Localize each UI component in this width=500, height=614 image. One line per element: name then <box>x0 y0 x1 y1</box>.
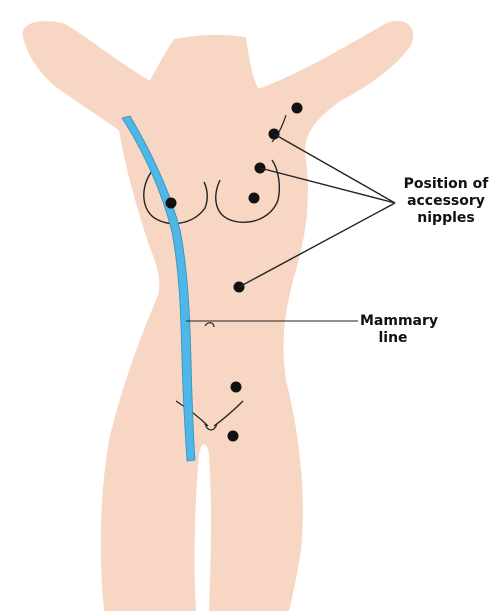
accessory-label-line-2: accessory <box>407 193 485 209</box>
accessory-label-line-1: Position of <box>403 176 489 192</box>
armpit-fold <box>271 114 287 143</box>
accessory-nipple-dot <box>227 430 239 442</box>
mammary-label-line-1: Mammary <box>360 313 439 329</box>
female-torso-silhouette <box>22 20 414 611</box>
callout-line-accessory <box>238 202 396 288</box>
callout-line-accessory <box>273 133 396 204</box>
mammary-line-label: Mammary line <box>360 313 439 347</box>
groin-left-line <box>175 400 209 427</box>
nipple-dot <box>165 197 177 209</box>
accessory-nipple-dot <box>248 192 260 204</box>
accessory-nipples-label: Position of accessory nipples <box>396 176 496 227</box>
accessory-label-line-3: nipples <box>417 210 475 226</box>
left-breast-outline <box>215 159 281 224</box>
accessory-nipple-dot <box>230 381 242 393</box>
mammary-label-line-2: line <box>378 330 408 346</box>
groin-center <box>204 423 218 431</box>
navel <box>204 322 215 328</box>
right-breast-outline <box>143 169 208 225</box>
accessory-nipple-dot <box>291 102 303 114</box>
mammary-line-band <box>121 115 196 462</box>
callout-line-accessory <box>259 167 396 204</box>
